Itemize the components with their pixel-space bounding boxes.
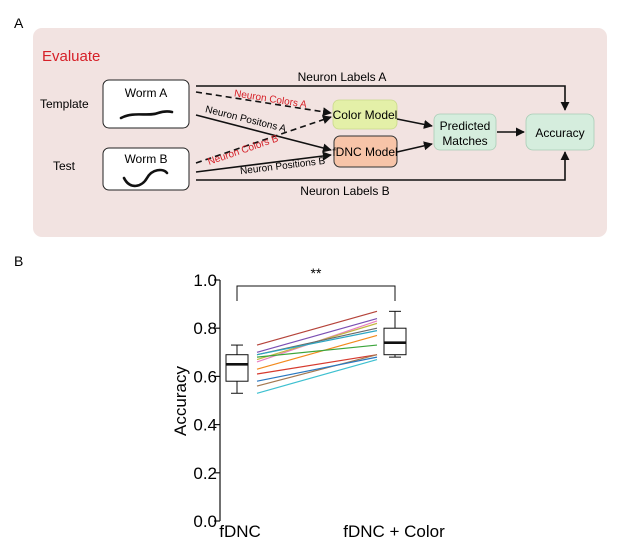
- paired-accuracy-chart: 0.0 0.2 0.4 0.6 0.8 1.0 Accuracy ** fDNC fDNC…: [171, 265, 445, 541]
- color-model-label: Color Model: [333, 108, 398, 122]
- color-model-box: [332, 99, 398, 130]
- neuron-labels-a-arrow: [196, 85, 570, 111]
- predicted-matches-box: [433, 113, 497, 151]
- panel-a: A Evaluate Template Test Worm A Worm B N…: [14, 15, 607, 237]
- panel-b: B 0.0 0.2 0.4 0.6 0.8 1.0 Accuracy ** fDNC fD…: [14, 253, 445, 541]
- neuron-labels-b-arrow: [196, 151, 570, 181]
- y-ticks: 0.0 0.2 0.4 0.6 0.8 1.0: [193, 271, 220, 531]
- accuracy-box: [525, 113, 595, 151]
- significance-marker: **: [311, 265, 322, 281]
- neuron-colors-b-arrow: [195, 115, 332, 164]
- accuracy-label: Accuracy: [535, 126, 584, 140]
- y-tick-label: 0.2: [193, 464, 217, 483]
- x-tick-label-fdnc: fDNC: [219, 522, 261, 541]
- paired-line: [256, 317, 378, 353]
- paired-line: [256, 358, 378, 394]
- evaluate-title: Evaluate: [42, 48, 100, 65]
- neuron-colors-a-arrow: [195, 91, 332, 117]
- paired-line: [256, 330, 378, 356]
- y-tick-label: 0.0: [193, 512, 217, 531]
- paired-line: [256, 354, 378, 375]
- box-iqr: [225, 354, 249, 382]
- color-to-predicted-arrow: [396, 118, 433, 129]
- box-plots: [225, 310, 407, 394]
- significance-bracket: [236, 285, 396, 301]
- predicted-label-line1: Predicted: [440, 119, 491, 133]
- predicted-label-line2: Matches: [442, 134, 487, 148]
- fdnc-model-label: fDNC Model: [332, 145, 397, 159]
- worm-a-label: Worm A: [125, 86, 167, 100]
- test-row-label: Test: [53, 159, 76, 173]
- worm-b-shape-icon: [122, 168, 169, 188]
- neuron-labels-b-label: Neuron Labels B: [300, 184, 389, 198]
- paired-line: [256, 334, 378, 370]
- neuron-labels-a-label: Neuron Labels A: [298, 70, 387, 84]
- y-tick-label: 0.8: [193, 319, 217, 338]
- paired-lines: [256, 310, 378, 394]
- paired-line: [256, 344, 378, 358]
- y-tick-label: 1.0: [193, 271, 217, 290]
- fdnc-to-predicted-arrow: [396, 141, 433, 153]
- x-tick-label-fdnc-color: fDNC + Color: [343, 522, 445, 541]
- neuron-positions-b-arrow: [195, 151, 332, 173]
- worm-b-label: Worm B: [124, 152, 167, 166]
- y-tick-label: 0.4: [193, 416, 217, 435]
- neuron-positions-a-arrow: [195, 114, 332, 153]
- paired-line: [256, 356, 378, 382]
- paired-line: [256, 354, 378, 387]
- panel-a-label: A: [14, 15, 24, 31]
- template-row-label: Template: [40, 97, 89, 111]
- y-tick-label: 0.6: [193, 367, 217, 386]
- paired-line: [256, 310, 378, 346]
- panel-b-label: B: [14, 253, 23, 269]
- y-axis-label: Accuracy: [171, 366, 190, 436]
- worm-a-shape-icon: [119, 110, 174, 120]
